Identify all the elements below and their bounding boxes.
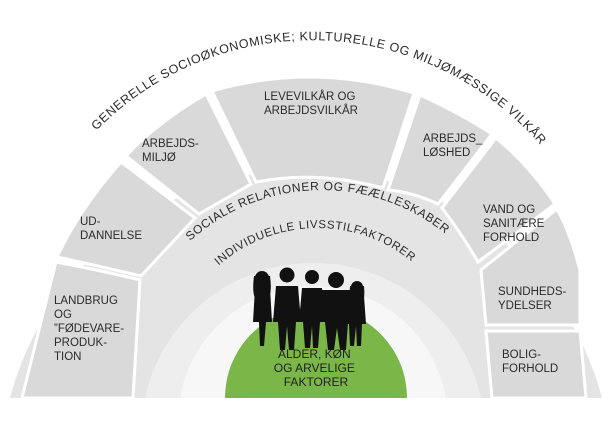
- segment-label-arbejdsloshed: ARBEJDS_ LØSHED: [423, 133, 486, 159]
- segment-uddannelse: [54, 159, 198, 278]
- segment-label-levevilkar: LEVEVILKÅR OG ARBEJDSVILKÅR: [264, 90, 359, 117]
- segment-label-arbejdsmiljo: ARBEJDS- MILJØ: [142, 138, 202, 164]
- segment-vand: [440, 135, 558, 265]
- segment-landbrug: [20, 260, 142, 400]
- segment-label-landbrug: LANDBRUG OG ”FØDEVARE- PRODUK- TION: [54, 295, 127, 363]
- segment-label-vand: VAND OG SANITÆRE FORHOLD: [483, 204, 548, 244]
- conditions-segments: [20, 75, 588, 400]
- segment-label-sundhed: SUNDHEDS- YDELSER: [498, 286, 570, 312]
- segment-label-bolig: BOLIG- FORHOLD: [502, 349, 558, 375]
- segment-arbejdsmiljo: [123, 91, 253, 216]
- segment-label-uddannelse: UD- DANNELSE: [80, 216, 142, 242]
- segment-bolig: [484, 329, 588, 400]
- segment-arbejdsloshed: [385, 92, 495, 206]
- core-label: ALDER, KØN OG ARVELIGE FAKTORER: [274, 347, 359, 389]
- segment-sundhed: [479, 206, 582, 327]
- segment-levevilkar: [209, 75, 416, 190]
- people-silhouettes-icon: [253, 267, 366, 350]
